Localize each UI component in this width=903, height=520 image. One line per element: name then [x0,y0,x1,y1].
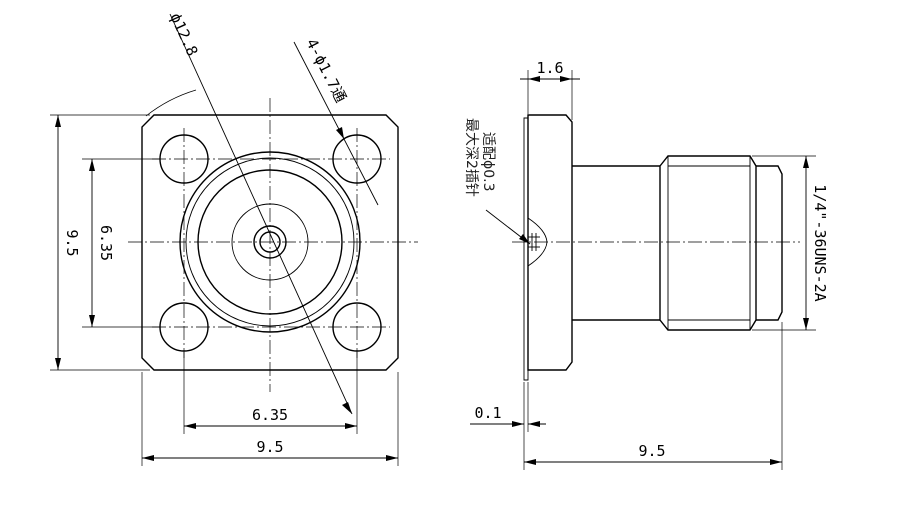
flange-diameter-label: ϕ12.8 [166,10,201,59]
hole-spacing-horizontal-label: 6.35 [252,406,288,424]
dim-flange-height: 9.5 [50,114,150,371]
flange-height-label: 9.5 [63,229,81,256]
hole-spacing-vertical-label: 6.35 [97,225,115,261]
flange-width-label: 9.5 [256,438,283,456]
thread-section [659,155,757,331]
dim-flange-thickness: 1.6 [520,59,580,120]
dim-hole-spacing-vertical: 6.35 [82,158,160,328]
dim-length: 9.5 [524,322,783,470]
side-view: 1.6 适配ϕ0.3 最大深2插针 0.1 9.5 [463,59,829,470]
flange-outline [141,114,399,371]
mounting-holes [159,134,382,352]
dim-thread: 1/4"-36UNS-2A [752,155,829,331]
dim-flange-width: 9.5 [141,372,399,466]
base-plate [523,117,529,381]
pin-note: 适配ϕ0.3 最大深2插针 [463,118,531,245]
length-label: 9.5 [638,442,665,460]
dim-offset: 0.1 [470,382,546,470]
hole-callout-label: 4-ϕ1.7通 [302,36,349,106]
connector-end [756,165,783,321]
flange-body [527,114,573,371]
dim-hole-spacing-horizontal: 6.35 [183,352,358,434]
flange-thickness-label: 1.6 [536,59,563,77]
offset-label: 0.1 [474,404,501,422]
pin-note-line1: 适配ϕ0.3 [480,132,496,192]
diameter-arc [145,89,197,117]
front-view: 6.35 9.5 6.35 9.5 [50,10,418,466]
thread-label: 1/4"-36UNS-2A [811,184,829,301]
pin-note-line2: 最大深2插针 [463,118,479,197]
